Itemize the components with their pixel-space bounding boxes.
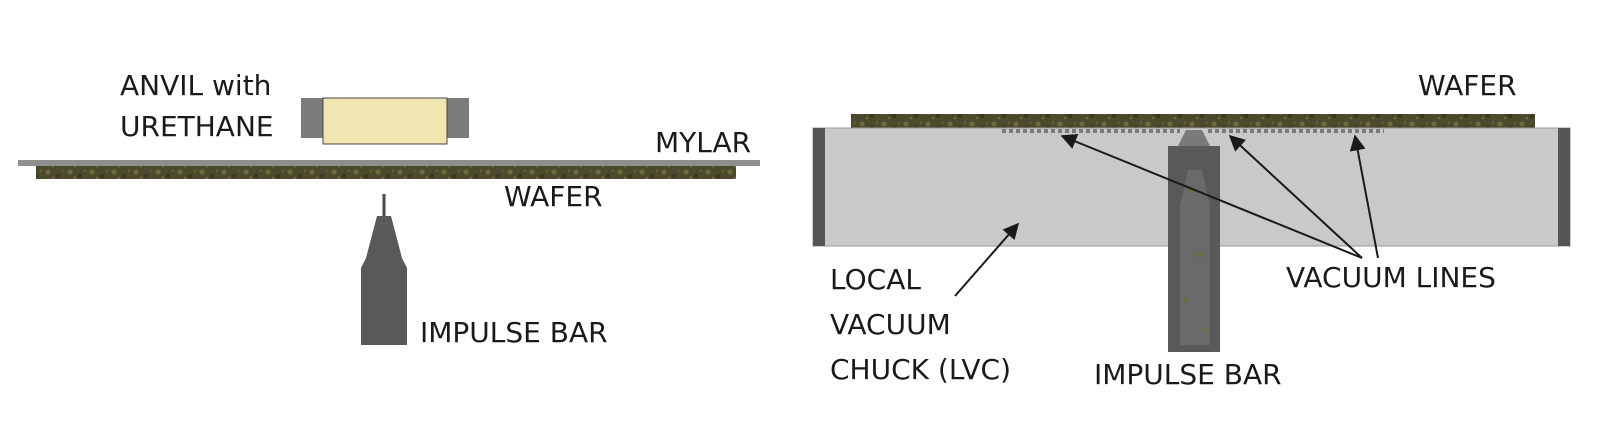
impulse-bar-inner: [1180, 170, 1210, 345]
chuck-left-edge: [813, 128, 825, 246]
vacuum-arrow-3: [1349, 134, 1379, 259]
right-panel: WAFER LOCAL VACUUM CHUCK (LVC) VACUUM LI…: [812, 69, 1571, 391]
lvc-label-line3: CHUCK (LVC): [830, 353, 1011, 386]
mylar-film: [18, 160, 760, 166]
right-impulse-bar-label: IMPULSE BAR: [1094, 358, 1282, 391]
left-wafer: [36, 166, 736, 179]
anvil-assembly: [301, 97, 469, 145]
left-panel: ANVIL with URETHANE MYLAR WAFER IMPULSE …: [18, 69, 760, 349]
urethane-pad: [322, 97, 448, 145]
mylar-label: MYLAR: [655, 126, 751, 159]
vacuum-lines-label: VACUUM LINES: [1286, 261, 1496, 294]
vacuum-arrow-2: [1228, 134, 1363, 259]
right-wafer: [851, 114, 1535, 128]
debris-mark: [1197, 252, 1203, 258]
debris-mark: [1183, 297, 1189, 303]
chuck-right-edge: [1558, 128, 1570, 246]
vacuum-arrow-1: [1060, 134, 1363, 259]
right-impulse-bar: [1168, 130, 1220, 352]
impulse-bar-tip: [1178, 130, 1210, 146]
lvc-label-line1: LOCAL: [830, 263, 921, 296]
right-wafer-label: WAFER: [1418, 69, 1517, 102]
left-impulse-bar-label: IMPULSE BAR: [420, 316, 608, 349]
impulse-bar-body: [361, 216, 407, 345]
left-wafer-label: WAFER: [504, 180, 603, 213]
anvil-left-block: [301, 98, 323, 138]
lvc-arrow: [954, 222, 1020, 297]
left-impulse-bar: [361, 194, 407, 345]
anvil-right-block: [447, 98, 469, 138]
anvil-label-line2: URETHANE: [120, 110, 274, 143]
debris-mark: [1203, 328, 1207, 332]
anvil-label-line1: ANVIL with: [120, 69, 271, 102]
lvc-label-line2: VACUUM: [830, 308, 951, 341]
